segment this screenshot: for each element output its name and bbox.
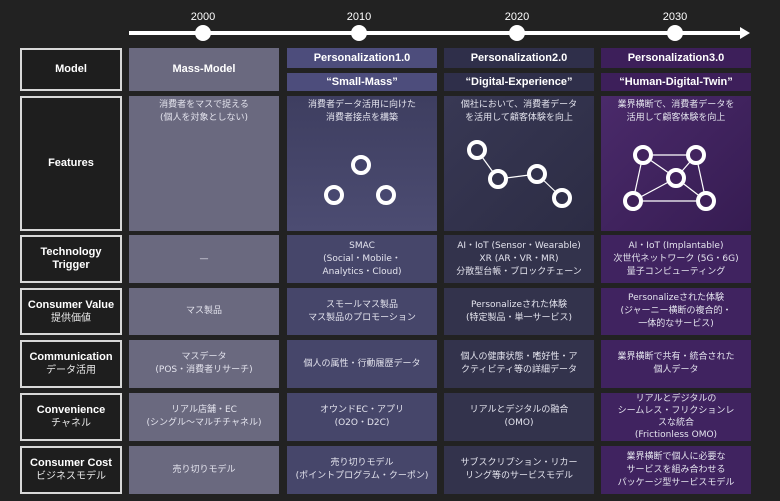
network-node <box>633 145 653 165</box>
label-subtext: チャネル <box>51 418 91 429</box>
network-node <box>324 185 344 205</box>
model-mass: Mass-Model <box>129 48 279 91</box>
network-node <box>686 145 706 165</box>
comm-p3: 業界横断で共有・統合された 個人データ <box>601 340 751 388</box>
comm-p2: 個人の健康状態・嗜好性・ア クティビティ等の詳細データ <box>444 340 594 388</box>
network-node <box>351 155 371 175</box>
model-p1: Personalization1.0 <box>287 48 437 68</box>
label-text: Convenience <box>36 404 106 416</box>
network-node <box>467 140 487 160</box>
timeline-dot <box>667 25 683 41</box>
cost-p2: サブスクリプション・リカー リング等のサービスモデル <box>444 446 594 494</box>
tech-p3: AI・IoT (Implantable) 次世代ネットワーク (5G・6G) 量… <box>601 235 751 283</box>
label-text: Technology Trigger <box>40 246 102 271</box>
value-p3: Personalizeされた体験 (ジャーニー横断の複合的・ 一体的なサービス) <box>601 288 751 335</box>
conv-p2: リアルとデジタルの融合 (OMO) <box>444 393 594 441</box>
tagline-p1: “Small-Mass” <box>287 73 437 91</box>
value-p2: Personalizeされた体験 (特定製品・単一サービス) <box>444 288 594 335</box>
value-p1: スモールマス製品 マス製品のプロモーション <box>287 288 437 335</box>
row-label-features: Features <box>20 96 122 231</box>
tech-p2: AI・IoT (Sensor・Wearable) XR (AR・VR・MR) 分… <box>444 235 594 283</box>
tech-p1: SMAC (Social・Mobile・ Analytics・Cloud) <box>287 235 437 283</box>
cost-p1: 売り切りモデル (ポイントプログラム・クーポン) <box>287 446 437 494</box>
cost-mass: 売り切りモデル <box>129 446 279 494</box>
tagline-p3: “Human-Digital-Twin” <box>601 73 751 91</box>
network-node <box>696 191 716 211</box>
year-label: 2020 <box>504 11 530 23</box>
comm-p1: 個人の属性・行動履歴データ <box>287 340 437 388</box>
tech-mass: — <box>129 235 279 283</box>
label-subtext: ビジネスモデル <box>36 471 106 482</box>
conv-mass: リアル店舗・EC (シングル〜マルチチャネル) <box>129 393 279 441</box>
tagline-p2: “Digital-Experience” <box>444 73 594 91</box>
row-label-communication: Communication データ活用 <box>20 340 122 388</box>
network-node <box>552 188 572 208</box>
value-mass: マス製品 <box>129 288 279 335</box>
cost-p3: 業界横断で個人に必要な サービスを組み合わせる パッケージ型サービスモデル <box>601 446 751 494</box>
row-label-model: Model <box>20 48 122 91</box>
network-node <box>488 169 508 189</box>
label-text: Consumer Cost <box>30 457 112 469</box>
timeline-dot <box>351 25 367 41</box>
features-p2: 個社において、消費者データ を活用して顧客体験を向上 <box>444 96 594 231</box>
features-text: 個社において、消費者データ を活用して顧客体験を向上 <box>460 100 578 123</box>
row-label-convenience: Convenience チャネル <box>20 393 122 441</box>
model-p2: Personalization2.0 <box>444 48 594 68</box>
network-node <box>376 185 396 205</box>
row-label-technology: Technology Trigger <box>20 235 122 283</box>
label-text: Features <box>48 157 94 169</box>
network-node <box>623 191 643 211</box>
timeline-arrow <box>129 31 741 35</box>
label-text: Model <box>55 63 87 75</box>
network-node <box>666 168 686 188</box>
features-mass: 消費者をマスで捉える (個人を対象としない) <box>129 96 279 231</box>
network-node <box>527 164 547 184</box>
model-p3: Personalization3.0 <box>601 48 751 68</box>
timeline-dot <box>509 25 525 41</box>
label-subtext: 提供価値 <box>51 312 91 324</box>
comm-mass: マスデータ (POS・消費者リサーチ) <box>129 340 279 388</box>
label-text: Communication <box>29 351 113 363</box>
year-label: 2030 <box>662 11 688 23</box>
conv-p1: オウンドEC・アプリ (O2O・D2C) <box>287 393 437 441</box>
features-p3: 業界横断で、消費者データを 活用して顧客体験を向上 <box>601 96 751 231</box>
features-text: 消費者データ活用に向けた 消費者接点を構築 <box>307 100 416 123</box>
arrow-head-icon <box>740 27 750 39</box>
label-text: Consumer Value <box>27 298 115 311</box>
year-label: 2010 <box>346 11 372 23</box>
year-label: 2000 <box>190 11 216 23</box>
conv-p3: リアルとデジタルの シームレス・フリクションレ スな統合 (Frictionle… <box>601 393 751 441</box>
timeline-dot <box>195 25 211 41</box>
row-label-cost: Consumer Cost ビジネスモデル <box>20 446 122 494</box>
features-text: 業界横断で、消費者データを 活用して顧客体験を向上 <box>617 100 735 123</box>
label-subtext: データ活用 <box>46 365 96 376</box>
